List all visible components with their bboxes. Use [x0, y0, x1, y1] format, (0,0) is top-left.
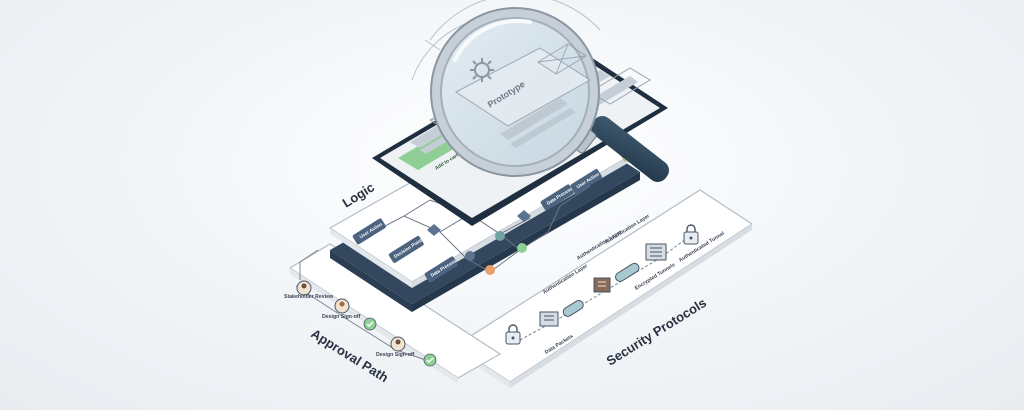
approval-step: Design Sign-off: [322, 314, 361, 320]
avatar-icon: [390, 336, 406, 352]
decision-diamond: [517, 210, 531, 222]
avatar-icon: [334, 298, 350, 314]
approval-step: Stakeholder Review: [284, 294, 334, 300]
logic-dot: [517, 243, 527, 253]
shield-icon: [539, 311, 559, 327]
logic-dot: [465, 251, 475, 261]
lock-icon: [505, 324, 521, 345]
approval-step: Design Sign-off: [376, 352, 415, 358]
gear-icon: [470, 58, 494, 82]
shield-icon: [593, 277, 611, 293]
shield-icon: [645, 243, 667, 261]
lock-icon: [683, 224, 699, 245]
tunnel-icon: [562, 262, 640, 317]
logic-dot: [495, 231, 505, 241]
decision-diamond: [427, 224, 441, 236]
check-icon: [423, 353, 437, 367]
magnifier-icon: Prototype: [430, 7, 669, 182]
avatar-icon: [296, 280, 312, 296]
logic-dot: [485, 265, 495, 275]
check-icon: [363, 317, 377, 331]
